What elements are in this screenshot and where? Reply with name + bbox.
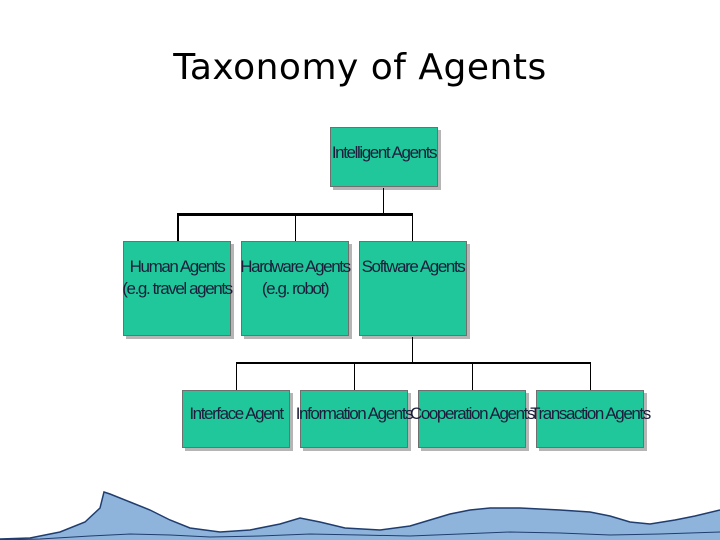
- node-transaction-agents: Transaction Agents: [530, 390, 651, 448]
- node-label-line1: Human Agents: [129, 257, 226, 276]
- node-label-line1: Hardware Agents: [240, 257, 351, 276]
- coastline-decoration: [0, 491, 720, 540]
- coastline-fill: [0, 492, 720, 540]
- node-label: Intelligent Agents: [331, 143, 438, 162]
- connector-to-cooperation: [472, 362, 473, 390]
- node-label-line1: Software Agents: [361, 257, 466, 276]
- connector-root-down: [383, 188, 384, 214]
- connector-software-down: [412, 337, 413, 363]
- node-hardware-agents: Hardware Agents (e.g. robot): [240, 241, 351, 336]
- connector-to-information: [354, 362, 355, 390]
- node-intelligent-agents: Intelligent Agents: [330, 127, 438, 187]
- node-label: Interface Agent: [189, 404, 284, 423]
- coastline-outline: [0, 491, 720, 540]
- connector-to-human: [177, 213, 179, 241]
- slide-title: Taxonomy of Agents: [173, 47, 547, 88]
- node-label: Transaction Agents: [530, 404, 651, 423]
- connector-to-hardware: [295, 213, 296, 241]
- connector-to-software: [412, 213, 413, 241]
- node-human-agents: Human Agents (e.g. travel agents: [122, 241, 233, 336]
- node-label: Information Agents: [295, 404, 414, 423]
- node-software-agents: Software Agents: [359, 241, 467, 336]
- connector-level2-bar: [236, 362, 590, 364]
- connector-to-interface: [236, 362, 237, 390]
- coastline-lower-outline: [0, 531, 720, 540]
- node-cooperation-agents: Cooperation Agents: [410, 390, 535, 448]
- node-interface-agent: Interface Agent: [182, 390, 290, 448]
- node-label-line2: (e.g. robot): [261, 279, 330, 298]
- node-label-line2: (e.g. travel agents: [122, 279, 233, 298]
- connector-to-transaction: [590, 362, 591, 390]
- node-label: Cooperation Agents: [409, 404, 536, 423]
- node-information-agents: Information Agents: [296, 390, 414, 448]
